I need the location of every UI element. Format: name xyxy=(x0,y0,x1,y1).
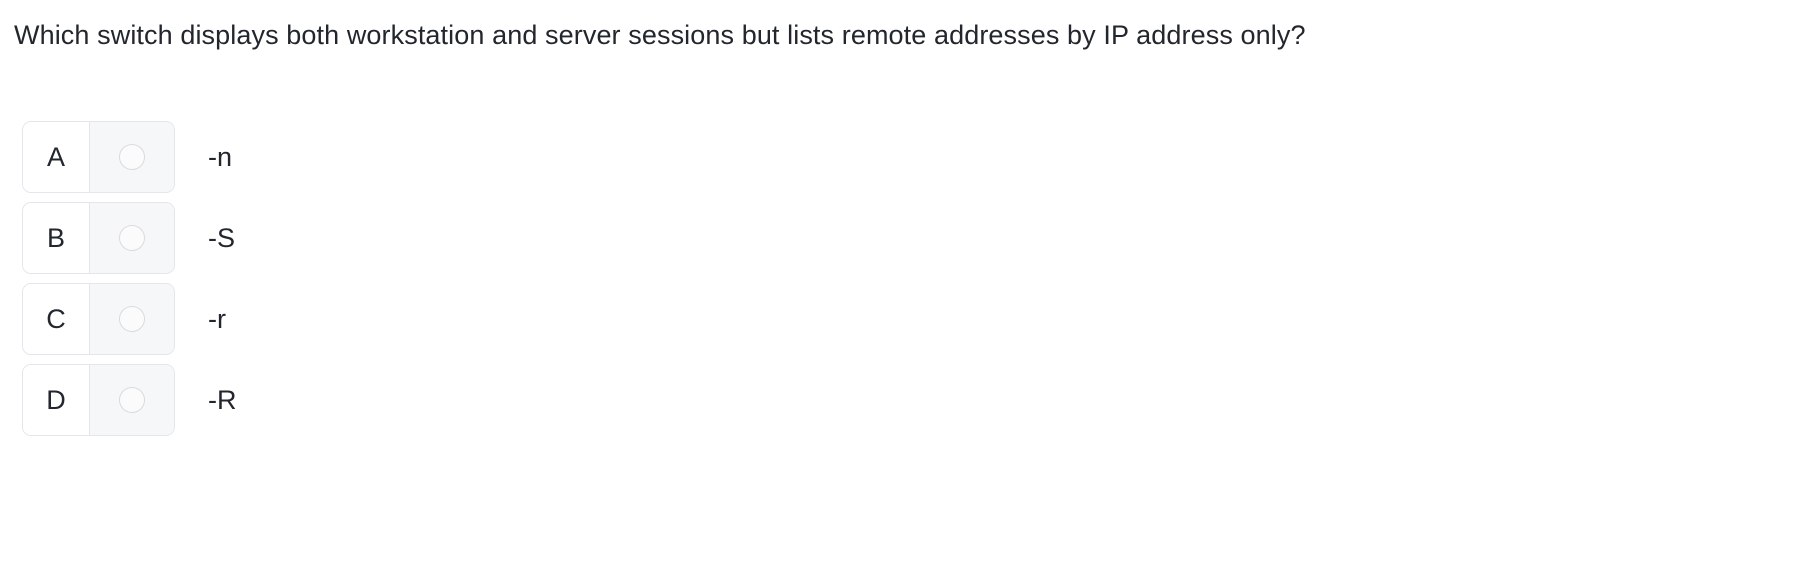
answer-option-a-letter: A xyxy=(23,122,90,192)
answer-option-c[interactable]: C -r xyxy=(0,283,1802,364)
answer-option-b-box[interactable]: B xyxy=(22,202,175,274)
answer-option-c-letter: C xyxy=(23,284,90,354)
answer-option-c-radio-cell[interactable] xyxy=(90,284,174,354)
answer-option-c-box[interactable]: C xyxy=(22,283,175,355)
answer-option-b-letter: B xyxy=(23,203,90,273)
radio-icon[interactable] xyxy=(119,225,145,251)
radio-icon[interactable] xyxy=(119,306,145,332)
answer-options-list: A -n B -S C -r xyxy=(0,121,1802,445)
answer-option-d-box[interactable]: D xyxy=(22,364,175,436)
answer-option-a-radio-cell[interactable] xyxy=(90,122,174,192)
answer-option-b[interactable]: B -S xyxy=(0,202,1802,283)
answer-option-d[interactable]: D -R xyxy=(0,364,1802,445)
answer-option-b-radio-cell[interactable] xyxy=(90,203,174,273)
answer-option-d-label: -R xyxy=(208,384,237,415)
radio-icon[interactable] xyxy=(119,144,145,170)
answer-option-a-box[interactable]: A xyxy=(22,121,175,193)
answer-option-a[interactable]: A -n xyxy=(0,121,1802,202)
radio-icon[interactable] xyxy=(119,387,145,413)
answer-option-d-letter: D xyxy=(23,365,90,435)
question-text: Which switch displays both workstation a… xyxy=(14,20,1306,50)
answer-option-d-radio-cell[interactable] xyxy=(90,365,174,435)
answer-option-b-label: -S xyxy=(208,222,235,253)
answer-option-a-label: -n xyxy=(208,141,233,172)
answer-option-c-label: -r xyxy=(208,303,226,334)
